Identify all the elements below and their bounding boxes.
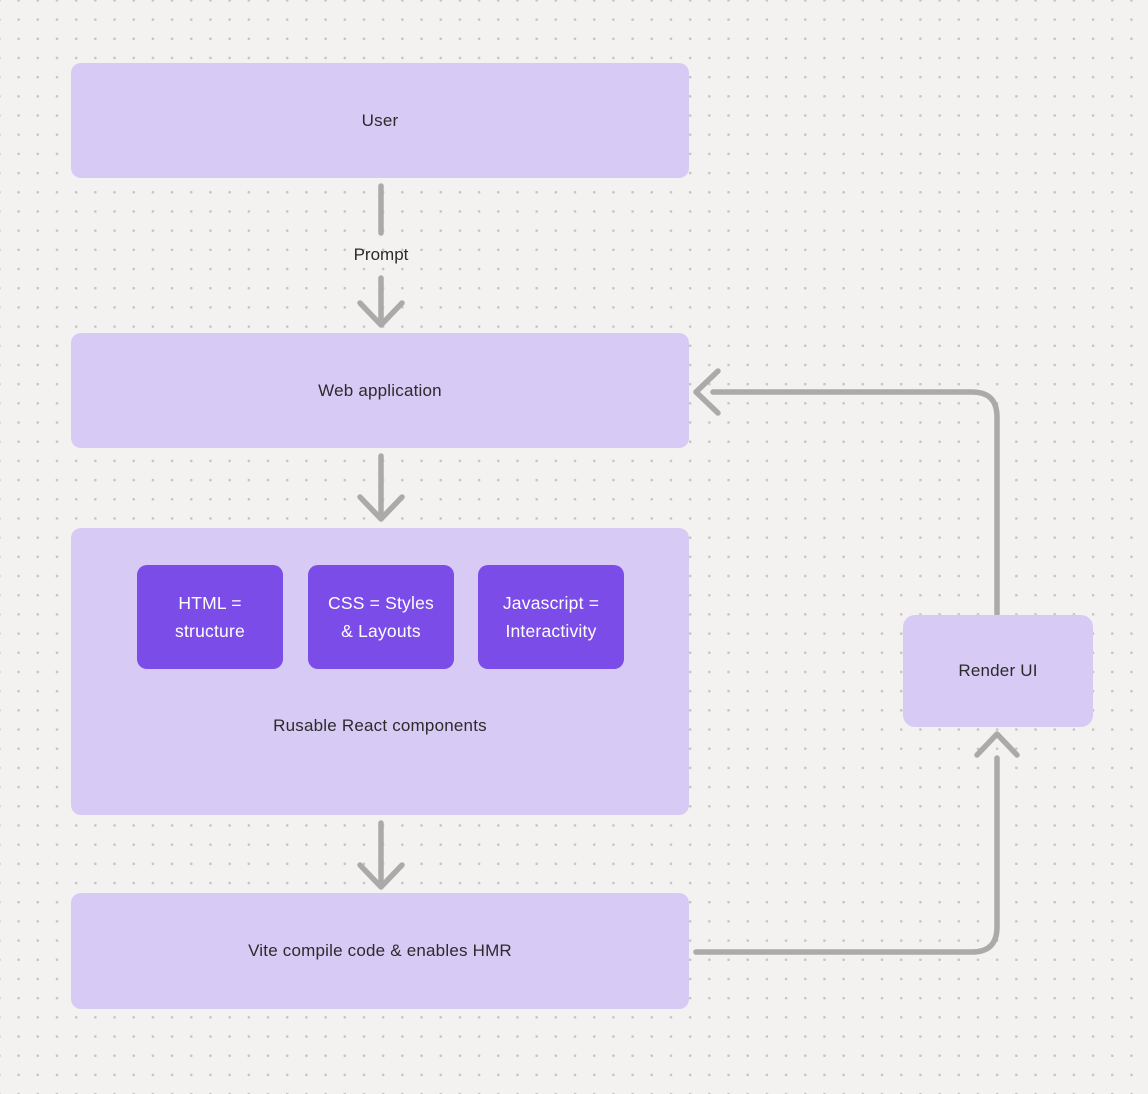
chip-html-line1: HTML =: [178, 593, 242, 613]
chip-css: CSS = Styles & Layouts: [308, 565, 454, 669]
chip-html: HTML = structure: [137, 565, 283, 669]
node-render-ui-label: Render UI: [958, 661, 1038, 680]
edge-label-prompt: Prompt: [353, 245, 409, 264]
chip-css-line1: CSS = Styles: [328, 593, 434, 613]
node-web-application: Web application: [71, 333, 689, 448]
node-components-group: HTML = structure CSS = Styles & Layouts …: [71, 528, 689, 815]
chip-javascript-line1: Javascript =: [502, 593, 600, 613]
node-render-ui: Render UI: [903, 615, 1093, 727]
chip-html-line2: structure: [175, 621, 245, 641]
node-user: User: [71, 63, 689, 178]
node-vite-label: Vite compile code & enables HMR: [248, 941, 512, 960]
edge-vite-to-render-ui: [693, 731, 1020, 955]
edge-web-application-to-components: [357, 453, 405, 522]
node-vite: Vite compile code & enables HMR: [71, 893, 689, 1009]
edge-components-to-vite: [357, 820, 405, 890]
edge-render-ui-to-web-application: [693, 368, 1000, 617]
chip-javascript: Javascript = Interactivity: [478, 565, 624, 669]
node-web-application-label: Web application: [318, 380, 442, 400]
components-group-caption: Rusable React components: [273, 716, 487, 735]
chip-css-line2: & Layouts: [341, 621, 421, 641]
chip-javascript-line2: Interactivity: [505, 621, 597, 641]
node-user-label: User: [361, 110, 399, 130]
